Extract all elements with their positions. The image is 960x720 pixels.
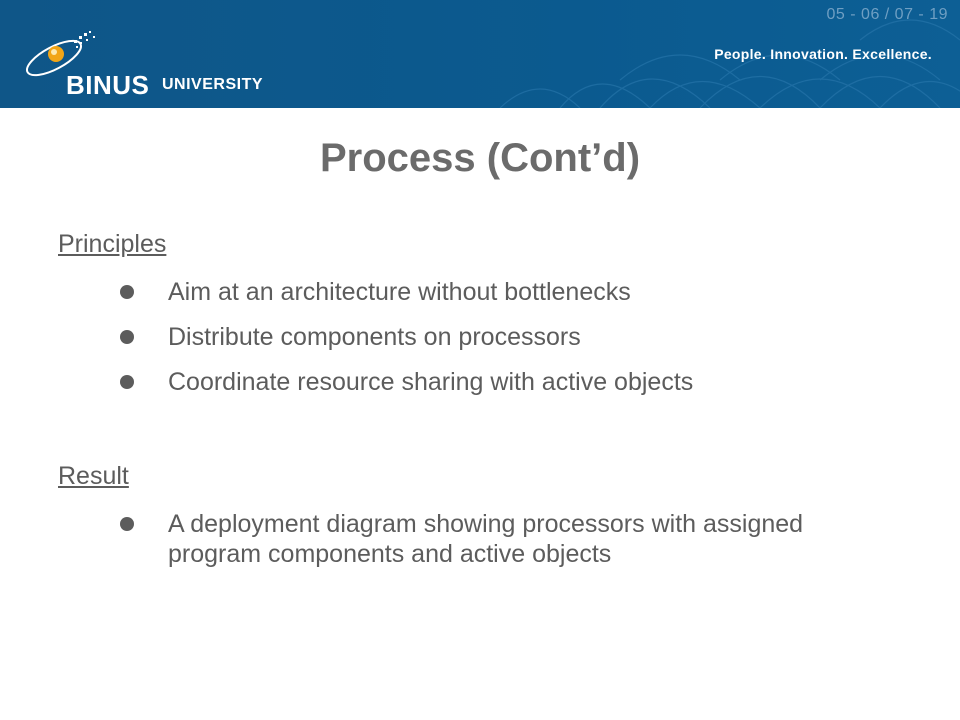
list-item: Aim at an architecture without bottlenec…: [120, 277, 880, 307]
list-item: Distribute components on processors: [120, 322, 880, 352]
logo-wordmark: BINUS: [66, 70, 150, 100]
list-item: A deployment diagram showing processors …: [120, 509, 880, 569]
bullet-icon: [120, 375, 134, 389]
binus-logo: BINUS UNIVERSITY: [16, 14, 286, 100]
logo-emblem-icon: [26, 31, 95, 77]
slide-number: 05 - 06 / 07 - 19: [826, 6, 948, 23]
bullet-text: A deployment diagram showing processors …: [168, 510, 804, 568]
tagline: People. Innovation. Excellence.: [714, 46, 932, 62]
bullet-icon: [120, 330, 134, 344]
bullet-icon: [120, 517, 134, 531]
bullet-icon: [120, 285, 134, 299]
bullet-list-principles: Aim at an architecture without bottlenec…: [120, 277, 880, 412]
bullet-text: Coordinate resource sharing with active …: [168, 368, 694, 396]
bullet-text: Distribute components on processors: [168, 323, 581, 351]
logo-subtitle: UNIVERSITY: [162, 76, 264, 93]
slide-title: Process (Cont’d): [319, 136, 641, 180]
section-heading-principles: Principles: [58, 230, 167, 258]
header-wave-pattern: [499, 19, 960, 108]
bullet-text: Aim at an architecture without bottlenec…: [168, 278, 631, 306]
section-heading-result: Result: [58, 462, 129, 490]
list-item: Coordinate resource sharing with active …: [120, 367, 880, 397]
header-banner: 05 - 06 / 07 - 19 People. Innovation. Ex…: [0, 0, 960, 108]
bullet-list-result: A deployment diagram showing processors …: [120, 509, 880, 584]
